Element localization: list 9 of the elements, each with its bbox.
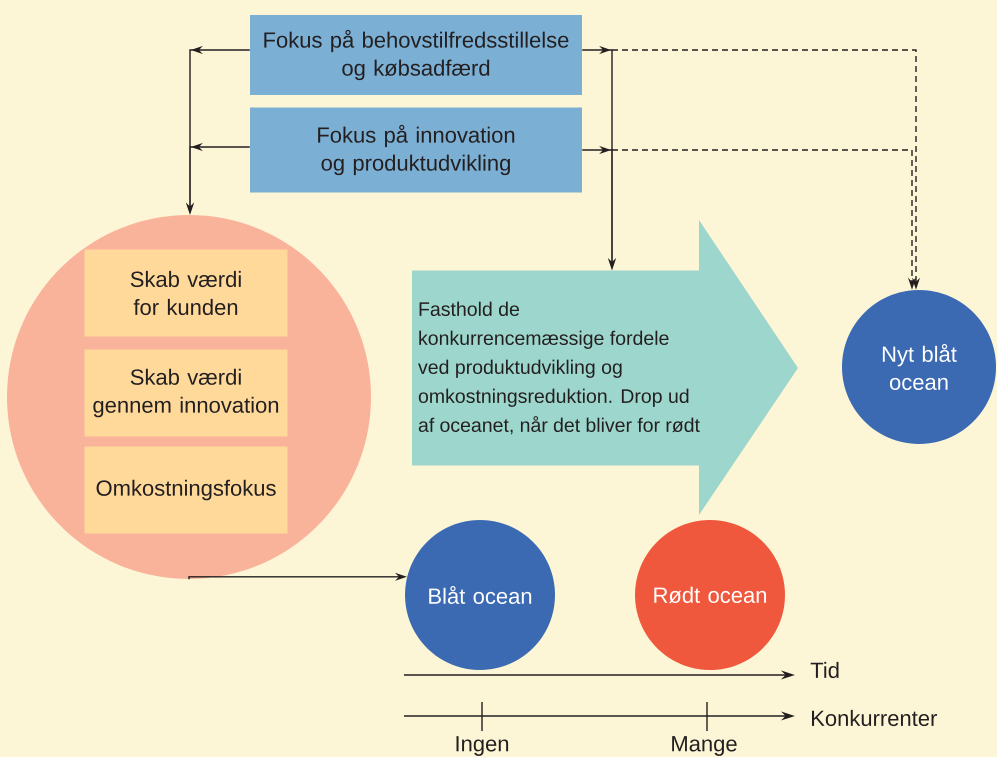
- axis-label: Konkurrenter: [812, 710, 937, 726]
- strategy-box: Skab værdi for kunden: [84, 250, 288, 336]
- focus-box: Fokus på behovstilfredsstillelse og købsadfærd: [250, 15, 582, 95]
- axis-label: Ingen: [456, 736, 508, 756]
- focus-box: Fokus på innovation og produktudvikling: [250, 108, 582, 192]
- strategy-box: Skab værdi gennem innovation: [84, 350, 288, 436]
- axis-label: Mange: [672, 736, 737, 756]
- axis-label: Tid: [810, 662, 839, 678]
- strategy-box: Omkostningsfokus: [84, 446, 288, 534]
